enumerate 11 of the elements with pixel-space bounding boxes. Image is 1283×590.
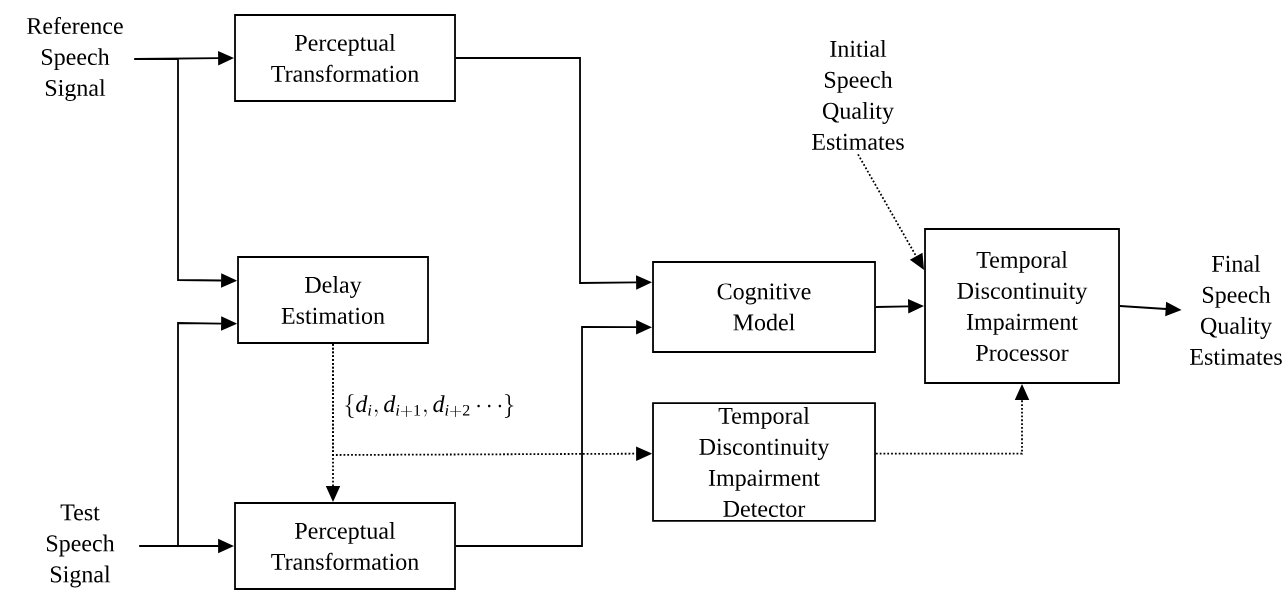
process-box: Temporal Discontinuity Impairment Detector [652, 402, 876, 522]
edge-label: $\left\{d_i,d_{i+1},d_{i+2}\cdots\right\}$ [341, 391, 518, 420]
process-box: Cognitive Model [652, 261, 876, 353]
process-box: Temporal Discontinuity Impairment Processor [924, 228, 1120, 384]
signal-label: Initial Speech Quality Estimates [812, 40, 904, 150]
process-box: Perceptual Transformation [234, 14, 456, 102]
signal-label: Reference Speech Signal [27, 16, 123, 102]
signal-label: Test Speech Signal [46, 504, 115, 588]
process-box: Perceptual Transformation [234, 502, 456, 590]
signal-label: Final Speech Quality Estimates [1190, 255, 1282, 365]
process-box: Delay Estimation [237, 256, 429, 344]
